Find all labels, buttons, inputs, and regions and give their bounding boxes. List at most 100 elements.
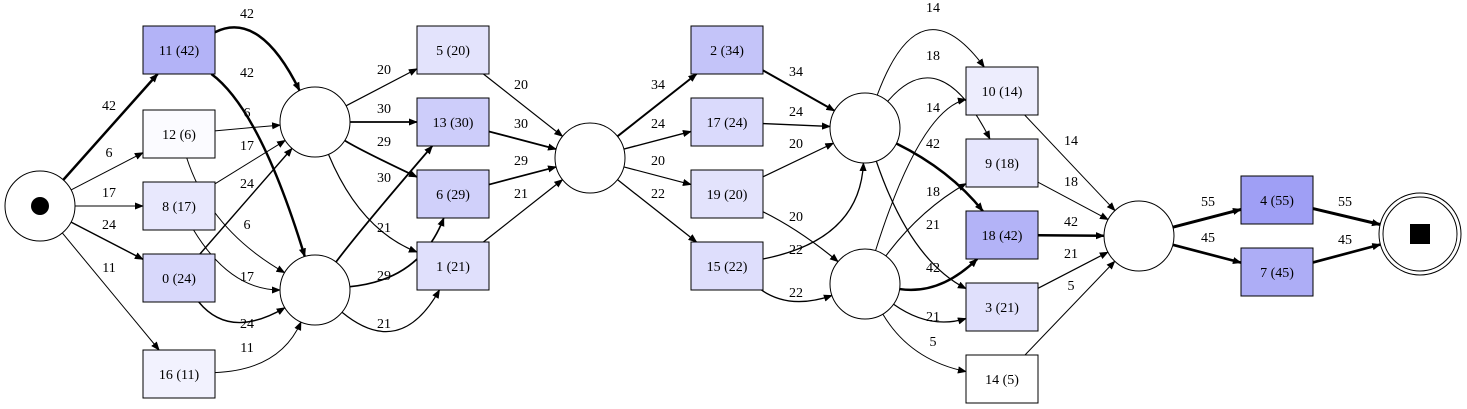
edge-p3-t19 bbox=[623, 166, 692, 186]
edge-label-p6-t4: 55 bbox=[1201, 195, 1215, 210]
transition-box bbox=[690, 241, 764, 291]
transition-box bbox=[142, 349, 216, 399]
edge-label-t9-p6: 18 bbox=[1064, 175, 1078, 190]
transition-t3: 3 (21) bbox=[965, 282, 1039, 332]
edge-label-t4-end: 55 bbox=[1338, 195, 1352, 210]
edge-label-t12-p1: 6 bbox=[244, 106, 251, 121]
transition-t15: 15 (22) bbox=[690, 241, 764, 291]
edge-t19-p5 bbox=[762, 211, 839, 263]
edge-label-start-t11: 42 bbox=[102, 99, 116, 114]
transition-t8: 8 (17) bbox=[142, 181, 216, 231]
transition-box bbox=[142, 253, 216, 303]
transition-label: 14 (5) bbox=[985, 373, 1019, 388]
edge-p3-t2 bbox=[616, 73, 698, 138]
place-p1 bbox=[279, 86, 351, 158]
transition-label: 2 (34) bbox=[710, 44, 744, 59]
edge-t12-p1 bbox=[214, 122, 282, 132]
edge-label-t11-p1: 42 bbox=[240, 7, 254, 22]
edge-label-p5-t10: 14 bbox=[926, 101, 940, 116]
edge-p2-t1 bbox=[341, 289, 441, 333]
transition-box bbox=[965, 138, 1039, 188]
edge-t19-p4 bbox=[762, 142, 835, 178]
edge-p1-t5 bbox=[345, 68, 418, 107]
transition-t10: 10 (14) bbox=[965, 66, 1039, 116]
transition-box bbox=[965, 354, 1039, 404]
edge-p1-t6 bbox=[344, 139, 418, 178]
edge-p5-t14 bbox=[882, 313, 967, 374]
edge-label-p5-t18: 42 bbox=[926, 261, 940, 276]
edge-label-start-t12: 6 bbox=[106, 146, 113, 161]
transition-t14: 14 (5) bbox=[965, 354, 1039, 404]
edge-p6-t4 bbox=[1172, 207, 1242, 229]
edge-t0-p1 bbox=[199, 147, 293, 255]
edge-label-t8-p2: 17 bbox=[240, 270, 254, 285]
transition-label: 9 (18) bbox=[985, 157, 1019, 172]
edge-start-t16 bbox=[61, 232, 160, 351]
transition-label: 1 (21) bbox=[436, 260, 470, 275]
place-circle bbox=[279, 254, 351, 326]
edge-label-start-t8: 17 bbox=[102, 186, 116, 201]
transition-box bbox=[142, 181, 216, 231]
edge-label-p5-t3: 21 bbox=[926, 310, 940, 325]
transition-t7: 7 (45) bbox=[1240, 247, 1314, 297]
edge-p5-t10 bbox=[875, 97, 967, 251]
edge-t8-p1 bbox=[214, 139, 286, 185]
edge-t16-p2 bbox=[214, 321, 302, 374]
transition-label: 17 (24) bbox=[707, 116, 748, 131]
edge-p3-t15 bbox=[617, 179, 698, 243]
edge-label-start-t0: 24 bbox=[102, 218, 116, 233]
transition-label: 15 (22) bbox=[707, 260, 748, 275]
edge-t3-p6 bbox=[1037, 251, 1109, 289]
edge-t6-p3 bbox=[488, 165, 558, 186]
transition-box bbox=[1240, 175, 1314, 225]
transition-box bbox=[142, 25, 216, 75]
edge-p2-t13 bbox=[335, 145, 434, 263]
transition-label: 12 (6) bbox=[162, 128, 196, 143]
place-p3 bbox=[554, 122, 626, 194]
edge-label-p3-t2: 34 bbox=[651, 78, 665, 93]
transition-box bbox=[416, 241, 490, 291]
edge-label-p1-t1: 21 bbox=[377, 221, 391, 236]
transition-box bbox=[690, 97, 764, 147]
edge-p4-t3 bbox=[875, 160, 967, 290]
place-p4 bbox=[829, 92, 901, 164]
place-p2 bbox=[279, 254, 351, 326]
edge-t11-p2 bbox=[210, 73, 306, 258]
edge-t12-p2 bbox=[186, 157, 286, 274]
transition-t17: 17 (24) bbox=[690, 97, 764, 147]
edge-label-t19-p4: 20 bbox=[789, 137, 803, 152]
transition-label: 7 (45) bbox=[1260, 266, 1294, 281]
edge-p4-t9 bbox=[887, 77, 991, 140]
edge-label-t19-p5: 20 bbox=[789, 210, 803, 225]
transition-label: 18 (42) bbox=[982, 229, 1023, 244]
edge-label-t13-p3: 30 bbox=[514, 117, 528, 132]
edge-label-t3-p6: 21 bbox=[1064, 247, 1078, 262]
edge-p1-t1 bbox=[327, 154, 418, 253]
edge-label-p1-t5: 20 bbox=[377, 63, 391, 78]
edge-t4-end bbox=[1312, 207, 1381, 227]
transition-t9: 9 (18) bbox=[965, 138, 1039, 188]
edge-label-t16-p2: 11 bbox=[240, 341, 253, 356]
end-square-icon bbox=[1410, 224, 1430, 244]
edge-t0-p2 bbox=[198, 301, 286, 324]
edge-label-t15-p4: 22 bbox=[789, 243, 803, 258]
end-place bbox=[1378, 192, 1462, 276]
nodes-layer: 11 (42)12 (6)8 (17)0 (24)16 (11)5 (20)13… bbox=[4, 25, 1462, 404]
edge-p5-t18 bbox=[899, 258, 979, 292]
transition-label: 4 (55) bbox=[1260, 194, 1294, 209]
edge-label-p4-t10: 14 bbox=[926, 1, 940, 16]
edge-label-p3-t17: 24 bbox=[651, 117, 665, 132]
edge-label-t0-p1: 24 bbox=[240, 177, 254, 192]
edge-t7-end bbox=[1312, 243, 1382, 264]
edge-t5-p3 bbox=[483, 73, 564, 137]
transition-label: 8 (17) bbox=[162, 200, 196, 215]
transition-label: 5 (20) bbox=[436, 44, 470, 59]
edge-p5-t9 bbox=[885, 183, 967, 257]
edge-label-t12-p2: 6 bbox=[244, 218, 251, 233]
transition-box bbox=[416, 169, 490, 219]
transition-t12: 12 (6) bbox=[142, 109, 216, 159]
edge-t1-p3 bbox=[483, 179, 564, 243]
transition-box bbox=[416, 25, 490, 75]
edge-label-t7-end: 45 bbox=[1338, 233, 1352, 248]
edge-label-p5-t9: 18 bbox=[926, 185, 940, 200]
